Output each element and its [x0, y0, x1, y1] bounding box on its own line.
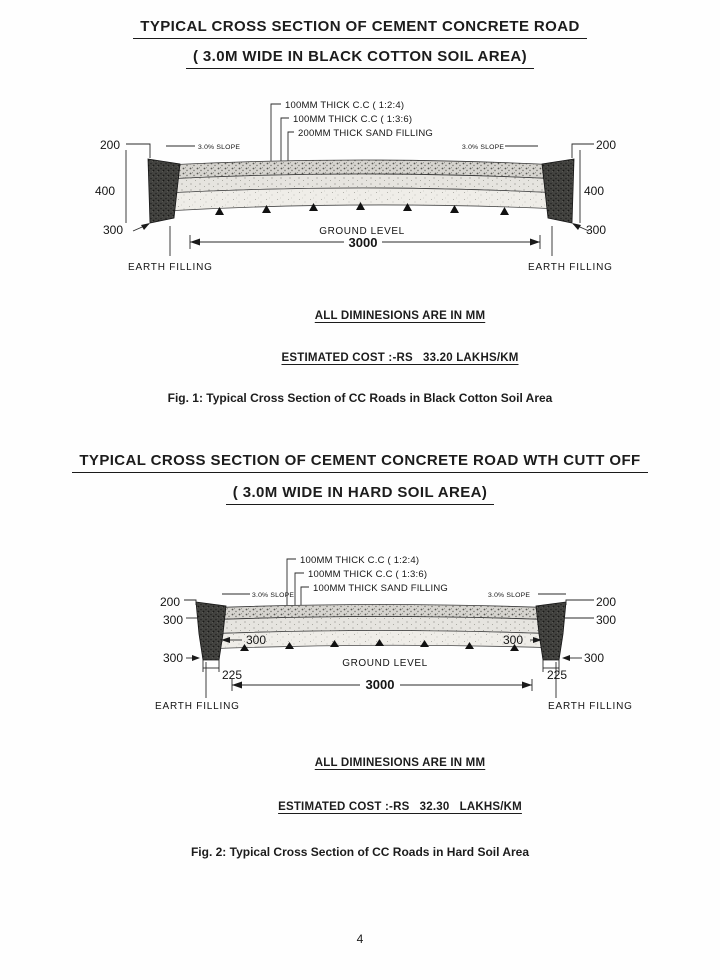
fig1-dim-400-right: 400 — [584, 184, 604, 198]
fig2-note-cost-row: ESTIMATED COST :-RS 32.30 LAKHS/KM — [80, 797, 720, 815]
fig2-earth-filling-right: EARTH FILLING — [548, 701, 633, 712]
fig2-dim-225-left: 225 — [222, 668, 242, 682]
fig2-slope-label-left: 3.0% SLOPE — [252, 592, 294, 599]
fig1-title: TYPICAL CROSS SECTION OF CEMENT CONCRETE… — [133, 18, 587, 39]
fig2-subtitle-row: ( 3.0M WIDE IN HARD SOIL AREA) — [0, 484, 720, 505]
fig2-dim-300-inner-right: 300 — [503, 633, 523, 647]
fig1-slope-label-right: 3.0% SLOPE — [462, 144, 504, 151]
fig2-ground-level-label: GROUND LEVEL — [342, 658, 428, 669]
fig1-dim-400-left: 400 — [95, 184, 115, 198]
fig1-road-layers — [164, 159, 561, 212]
fig2-dim-300-inner-left: 300 — [246, 633, 266, 647]
fig1-dim-300-left: 300 — [103, 223, 123, 237]
fig2-dim-300-lower-left: 300 — [163, 651, 183, 665]
fig1-callout-layer2: 100MM THICK C.C ( 1:3:6) — [293, 114, 412, 125]
fig1-diagram: 100MM THICK C.C ( 1:2:4) 100MM THICK C.C… — [95, 100, 616, 273]
fig2-dim-200-left: 200 — [160, 595, 180, 609]
fig2-dimension-lines — [184, 593, 594, 698]
fig2-dim-3000: 3000 — [366, 677, 395, 692]
fig1-earth-block-left — [147, 158, 181, 224]
fig1-dim-200-left: 200 — [100, 138, 120, 152]
fig1-ground-marks — [215, 202, 509, 215]
fig2-earth-filling-left: EARTH FILLING — [155, 701, 240, 712]
fig1-subtitle: ( 3.0M WIDE IN BLACK COTTON SOIL AREA) — [185, 48, 535, 69]
fig1-dim-3000: 3000 — [349, 235, 378, 250]
fig2-dim-300-upper-right: 300 — [596, 613, 616, 627]
fig1-note-dims-row: ALL DIMINESIONS ARE IN MM — [80, 306, 720, 324]
fig1-earth-filling-left: EARTH FILLING — [128, 262, 213, 273]
fig1-callout-layer1: 100MM THICK C.C ( 1:2:4) — [285, 100, 404, 111]
fig2-dim-200-right: 200 — [596, 595, 616, 609]
fig2-note-cost: ESTIMATED COST :-RS 32.30 LAKHS/KM — [278, 801, 522, 813]
fig1-slope-label-left: 3.0% SLOPE — [198, 144, 240, 151]
fig1-subtitle-row: ( 3.0M WIDE IN BLACK COTTON SOIL AREA) — [0, 48, 720, 69]
fig1-title-row: TYPICAL CROSS SECTION OF CEMENT CONCRETE… — [0, 18, 720, 39]
fig2-note-dims-row: ALL DIMINESIONS ARE IN MM — [80, 753, 720, 771]
fig1-earth-filling-right: EARTH FILLING — [528, 262, 613, 273]
fig1-dim-300-right: 300 — [586, 223, 606, 237]
fig2-callout-layer2: 100MM THICK C.C ( 1:3:6) — [308, 569, 427, 580]
fig1-dim-200-right: 200 — [596, 138, 616, 152]
fig2-slope-label-right: 3.0% SLOPE — [488, 592, 530, 599]
fig1-ground-level-label: GROUND LEVEL — [319, 226, 405, 237]
fig2-caption: Fig. 2: Typical Cross Section of CC Road… — [190, 845, 530, 859]
fig1-caption: Fig. 1: Typical Cross Section of CC Road… — [167, 391, 553, 405]
fig2-note-dims: ALL DIMINESIONS ARE IN MM — [314, 757, 486, 769]
page-number: 4 — [356, 932, 364, 946]
fig2-callout-layer3: 100MM THICK SAND FILLING — [313, 583, 448, 594]
fig1-note-cost: ESTIMATED COST :-RS 33.20 LAKHS/KM — [281, 352, 519, 364]
fig1-caption-row: Fig. 1: Typical Cross Section of CC Road… — [0, 389, 720, 407]
fig2-caption-row: Fig. 2: Typical Cross Section of CC Road… — [0, 843, 720, 861]
fig1-dimension-lines — [125, 143, 594, 256]
fig2-dim-225-right: 225 — [547, 668, 567, 682]
fig2-dim-300-upper-left: 300 — [163, 613, 183, 627]
fig2-callout-layer1: 100MM THICK C.C ( 1:2:4) — [300, 555, 419, 566]
fig2-earth-block-left — [195, 601, 227, 661]
fig1-callout-layer3: 200MM THICK SAND FILLING — [298, 128, 433, 139]
fig2-title-row: TYPICAL CROSS SECTION OF CEMENT CONCRETE… — [0, 452, 720, 473]
fig1-note-cost-row: ESTIMATED COST :-RS 33.20 LAKHS/KM — [80, 348, 720, 366]
fig2-subtitle: ( 3.0M WIDE IN HARD SOIL AREA) — [225, 484, 495, 505]
fig2-earth-block-right — [535, 601, 567, 661]
fig1-note-dims: ALL DIMINESIONS ARE IN MM — [314, 310, 486, 322]
fig2-title: TYPICAL CROSS SECTION OF CEMENT CONCRETE… — [72, 452, 648, 473]
fig2-ground-marks — [240, 639, 519, 651]
fig2-diagram: 100MM THICK C.C ( 1:2:4) 100MM THICK C.C… — [155, 555, 633, 712]
fig1-earth-block-right — [541, 158, 575, 224]
page-number-row: 4 — [0, 930, 720, 948]
fig2-dim-300-lower-right: 300 — [584, 651, 604, 665]
